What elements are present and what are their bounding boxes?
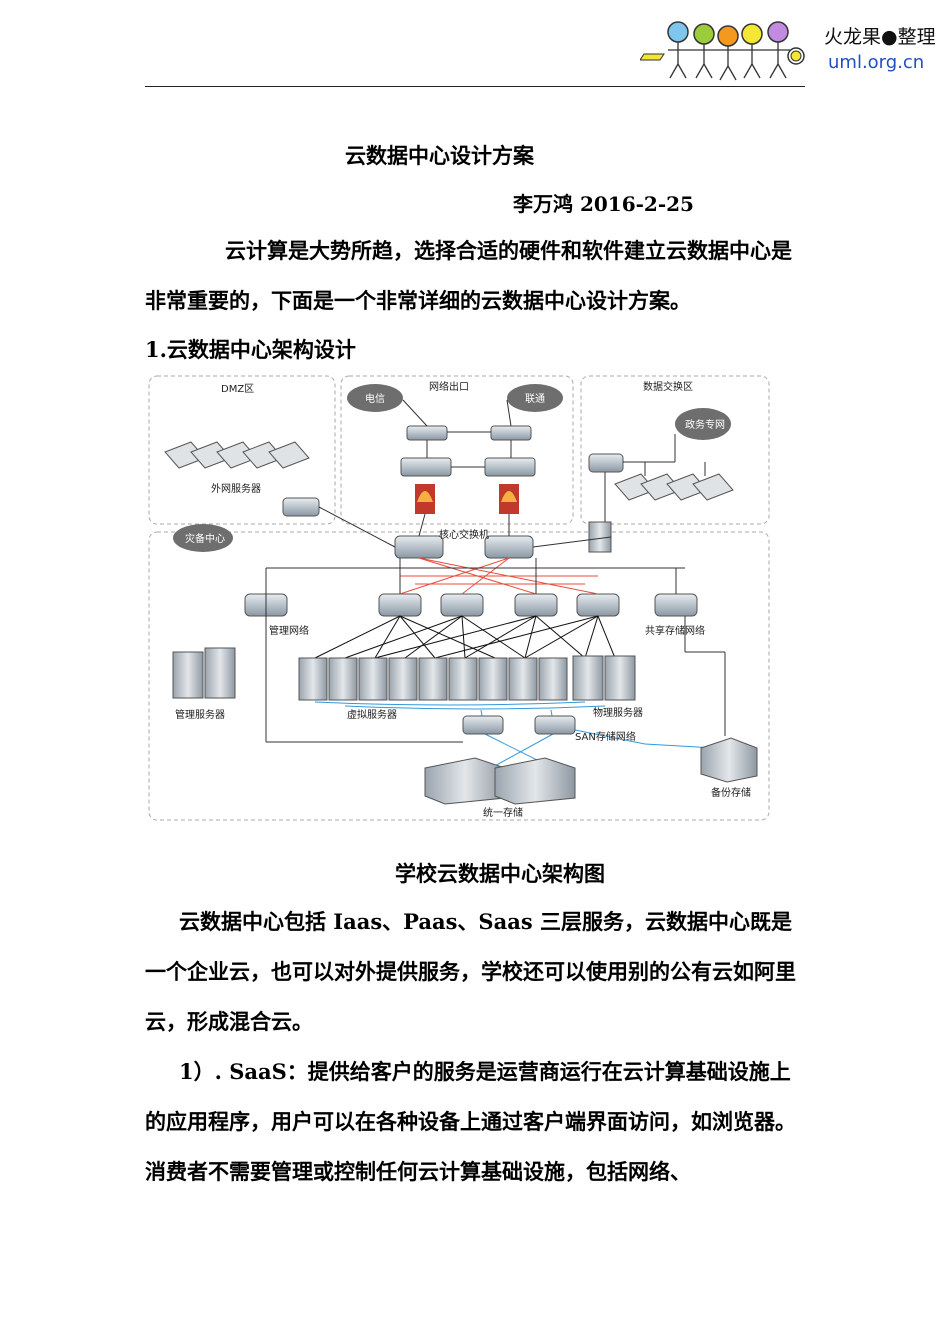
- external-servers: [164, 441, 310, 469]
- zone-dmz-label: DMZ区: [221, 383, 254, 395]
- architecture-diagram-svg: DMZ区 网络出口 数据交换区 电信 联通 政务专网 灾备中心 外网服务器: [148, 375, 770, 821]
- mgmt-servers-label: 管理服务器: [175, 708, 225, 721]
- egress-switch-right-icon: [484, 457, 536, 477]
- exchange-servers: [614, 473, 734, 501]
- cloud-unicom-label: 联通: [525, 393, 545, 405]
- saas-paragraph: 1）. SaaS：提供给客户的服务是运营商运行在云计算基础设施上的应用程序，用户…: [145, 1059, 796, 1184]
- core-switch-label: 核心交换机: [439, 528, 489, 541]
- shared-storage-net-label: 共享存储网络: [645, 624, 705, 637]
- cloud-gov-icon: 政务专网: [675, 408, 731, 440]
- shared-storage-switch-icon: [654, 593, 698, 617]
- intro-paragraph: 云计算是大势所趋，选择合适的硬件和软件建立云数据中心是非常重要的，下面是一个非常…: [145, 238, 792, 313]
- management-servers: [172, 647, 236, 699]
- ext-servers-label: 外网服务器: [211, 482, 261, 495]
- access-mesh-links: [314, 615, 616, 659]
- section-heading: 1.云数据中心架构设计: [145, 337, 356, 362]
- stick-figures-logo-icon: [639, 21, 805, 81]
- architecture-diagram: DMZ区 网络出口 数据交换区 电信 联通 政务专网 灾备中心 外网服务器: [145, 372, 773, 824]
- zone-core: [148, 531, 770, 821]
- san-switch-left-icon: [462, 715, 504, 735]
- cloud-telecom-label: 电信: [365, 392, 385, 405]
- core-switch-right-icon: [484, 535, 534, 559]
- egress-switch-left-icon: [400, 457, 452, 477]
- san-label: SAN存储网络: [575, 730, 636, 743]
- zone-egress: [340, 375, 574, 525]
- zone-exchange-label: 数据交换区: [643, 380, 693, 393]
- cloud-dr-label: 灾备中心: [185, 532, 225, 545]
- router-left-icon: [406, 425, 448, 441]
- firewall-left-icon: [415, 484, 435, 514]
- san-links: [314, 701, 716, 769]
- zone-egress-label: 网络出口: [429, 380, 469, 393]
- aggregation-switches: [244, 593, 698, 617]
- mgmt-net-label: 管理网络: [269, 624, 309, 637]
- virtual-servers-label: 虚拟服务器: [347, 708, 397, 721]
- san-switch-right-icon: [534, 715, 576, 735]
- figure-caption: 学校云数据中心架构图: [395, 861, 605, 886]
- backup-storage-label: 备份存储: [711, 786, 751, 799]
- physical-servers: [572, 655, 636, 701]
- dmz-switch-icon: [282, 497, 320, 517]
- brand-url-link[interactable]: uml.org.cn: [828, 52, 925, 73]
- virtual-servers: [298, 657, 568, 701]
- zone-dmz: [148, 375, 336, 525]
- header-divider: [145, 86, 805, 87]
- router-right-icon: [490, 425, 532, 441]
- author-date: 李万鸿 2016-2-25: [513, 192, 694, 216]
- document-title: 云数据中心设计方案: [345, 143, 534, 168]
- cloud-gov-label: 政务专网: [685, 418, 725, 431]
- unified-storage: [424, 757, 576, 805]
- services-paragraph: 云数据中心包括 Iaas、Paas、Saas 三层服务，云数据中心既是一个企业云…: [145, 909, 796, 1034]
- unified-storage-label: 统一存储: [483, 806, 523, 819]
- zone-exchange: [580, 375, 770, 525]
- core-mesh-links: [399, 557, 599, 595]
- brand-name: 火龙果●整理: [824, 26, 936, 48]
- cloud-dr-icon: 灾备中心: [173, 524, 233, 552]
- core-switch-left-icon: [394, 535, 444, 559]
- header-logo: [639, 14, 815, 86]
- exchange-switch-icon: [588, 453, 624, 473]
- firewall-right-icon: [499, 484, 519, 514]
- cloud-telecom-icon: 电信: [347, 384, 403, 412]
- cloud-unicom-icon: 联通: [507, 384, 563, 412]
- physical-servers-label: 物理服务器: [593, 706, 643, 719]
- backup-storage: [700, 737, 758, 783]
